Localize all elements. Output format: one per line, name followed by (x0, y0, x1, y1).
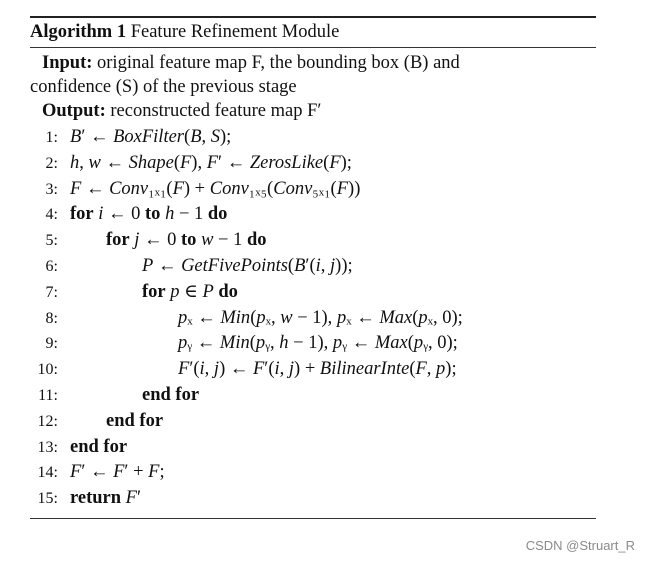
algorithm-title: Algorithm 1 Feature Refinement Module (30, 18, 596, 47)
input-text-cont: confidence (S) of the previous stage (30, 77, 297, 97)
line-code: pᵧ ← Min(pᵧ, h − 1), pᵧ ← Max(pᵧ, 0); (178, 333, 458, 354)
input-label: Input: (42, 53, 93, 73)
line-number: 1: (45, 129, 58, 146)
bottom-rule (30, 517, 596, 519)
line-number: 8: (45, 309, 58, 327)
algorithm-line: 3: F ← Conv₁ₓ₁(F) + Conv₁ₓ₅(Conv₅ₓ₁(F)) (30, 177, 596, 203)
output-block: Output: reconstructed feature map F′ (30, 99, 596, 123)
algorithm-line: 13: end for (30, 435, 596, 461)
algorithm-line: 6: P ← GetFivePoints(B′(i, j)); (30, 254, 596, 280)
line-number: 9: (45, 335, 58, 353)
algorithm-line: 10: F′(i, j) ← F′(i, j) + BilinearInte(F… (30, 357, 596, 383)
line-number: 13: (37, 438, 58, 456)
algorithm-box: Algorithm 1 Feature Refinement Module In… (30, 16, 596, 519)
top-rule (30, 16, 596, 18)
algorithm-label: Algorithm 1 (30, 22, 127, 42)
algorithm-lines: 1: B′ ← BoxFilter(B, S); 2: h, w ← Shape… (30, 125, 596, 512)
algorithm-line: 4: for i ← 0 to h − 1 do (30, 202, 596, 228)
algorithm-line: 8: pₓ ← Min(pₓ, w − 1), pₓ ← Max(pₓ, 0); (30, 306, 596, 332)
line-code: F′ ← F′ + F; (70, 462, 165, 483)
line-number: 4: (45, 206, 58, 224)
line-code: return F′ (70, 488, 142, 509)
watermark: CSDN @Struart_R (525, 538, 635, 553)
algorithm-line: 11: end for (30, 383, 596, 409)
line-code: F′(i, j) ← F′(i, j) + BilinearInte(F, p)… (178, 359, 457, 380)
line-number: 7: (45, 283, 58, 301)
output-text: reconstructed feature map F′ (110, 101, 322, 121)
line-code: h, w ← Shape(F), F′ ← ZerosLike(F); (70, 152, 352, 173)
line-code: F ← Conv₁ₓ₁(F) + Conv₁ₓ₅(Conv₅ₓ₁(F)) (70, 178, 361, 199)
line-code: for p ∈ P do (142, 281, 238, 302)
line-number: 5: (45, 232, 58, 250)
line-code: pₓ ← Min(pₓ, w − 1), pₓ ← Max(pₓ, 0); (178, 307, 463, 328)
line-number: 11: (38, 386, 58, 404)
algorithm-name: Feature Refinement Module (130, 22, 340, 42)
algorithm-line: 12: end for (30, 409, 596, 435)
line-number: 3: (45, 180, 58, 198)
line-code: end for (70, 436, 128, 457)
algorithm-line: 2: h, w ← Shape(F), F′ ← ZerosLike(F); (30, 151, 596, 177)
algorithm-line: 9: pᵧ ← Min(pᵧ, h − 1), pᵧ ← Max(pᵧ, 0); (30, 331, 596, 357)
line-code: for j ← 0 to w − 1 do (106, 230, 267, 251)
input-text: original feature map F, the bounding box… (97, 53, 460, 73)
algorithm-line: 5: for j ← 0 to w − 1 do (30, 228, 596, 254)
line-number: 2: (45, 154, 58, 172)
line-code: P ← GetFivePoints(B′(i, j)); (142, 255, 353, 276)
line-number: 6: (45, 257, 58, 275)
line-code: B′ ← BoxFilter(B, S); (70, 127, 232, 147)
line-code: for i ← 0 to h − 1 do (70, 204, 228, 225)
algorithm-line: 7: for p ∈ P do (30, 280, 596, 306)
line-number: 12: (37, 412, 58, 430)
line-code: end for (142, 384, 200, 405)
line-number: 15: (37, 490, 58, 508)
input-block: Input: original feature map F, the bound… (30, 51, 596, 99)
algorithm-line: 15: return F′ (30, 486, 596, 512)
line-code: end for (106, 410, 164, 431)
line-number: 14: (37, 464, 58, 482)
algorithm-line: 1: B′ ← BoxFilter(B, S); (30, 125, 596, 151)
title-rule (30, 47, 596, 48)
algorithm-line: 14: F′ ← F′ + F; (30, 460, 596, 486)
output-label: Output: (42, 101, 106, 121)
line-number: 10: (37, 361, 58, 379)
